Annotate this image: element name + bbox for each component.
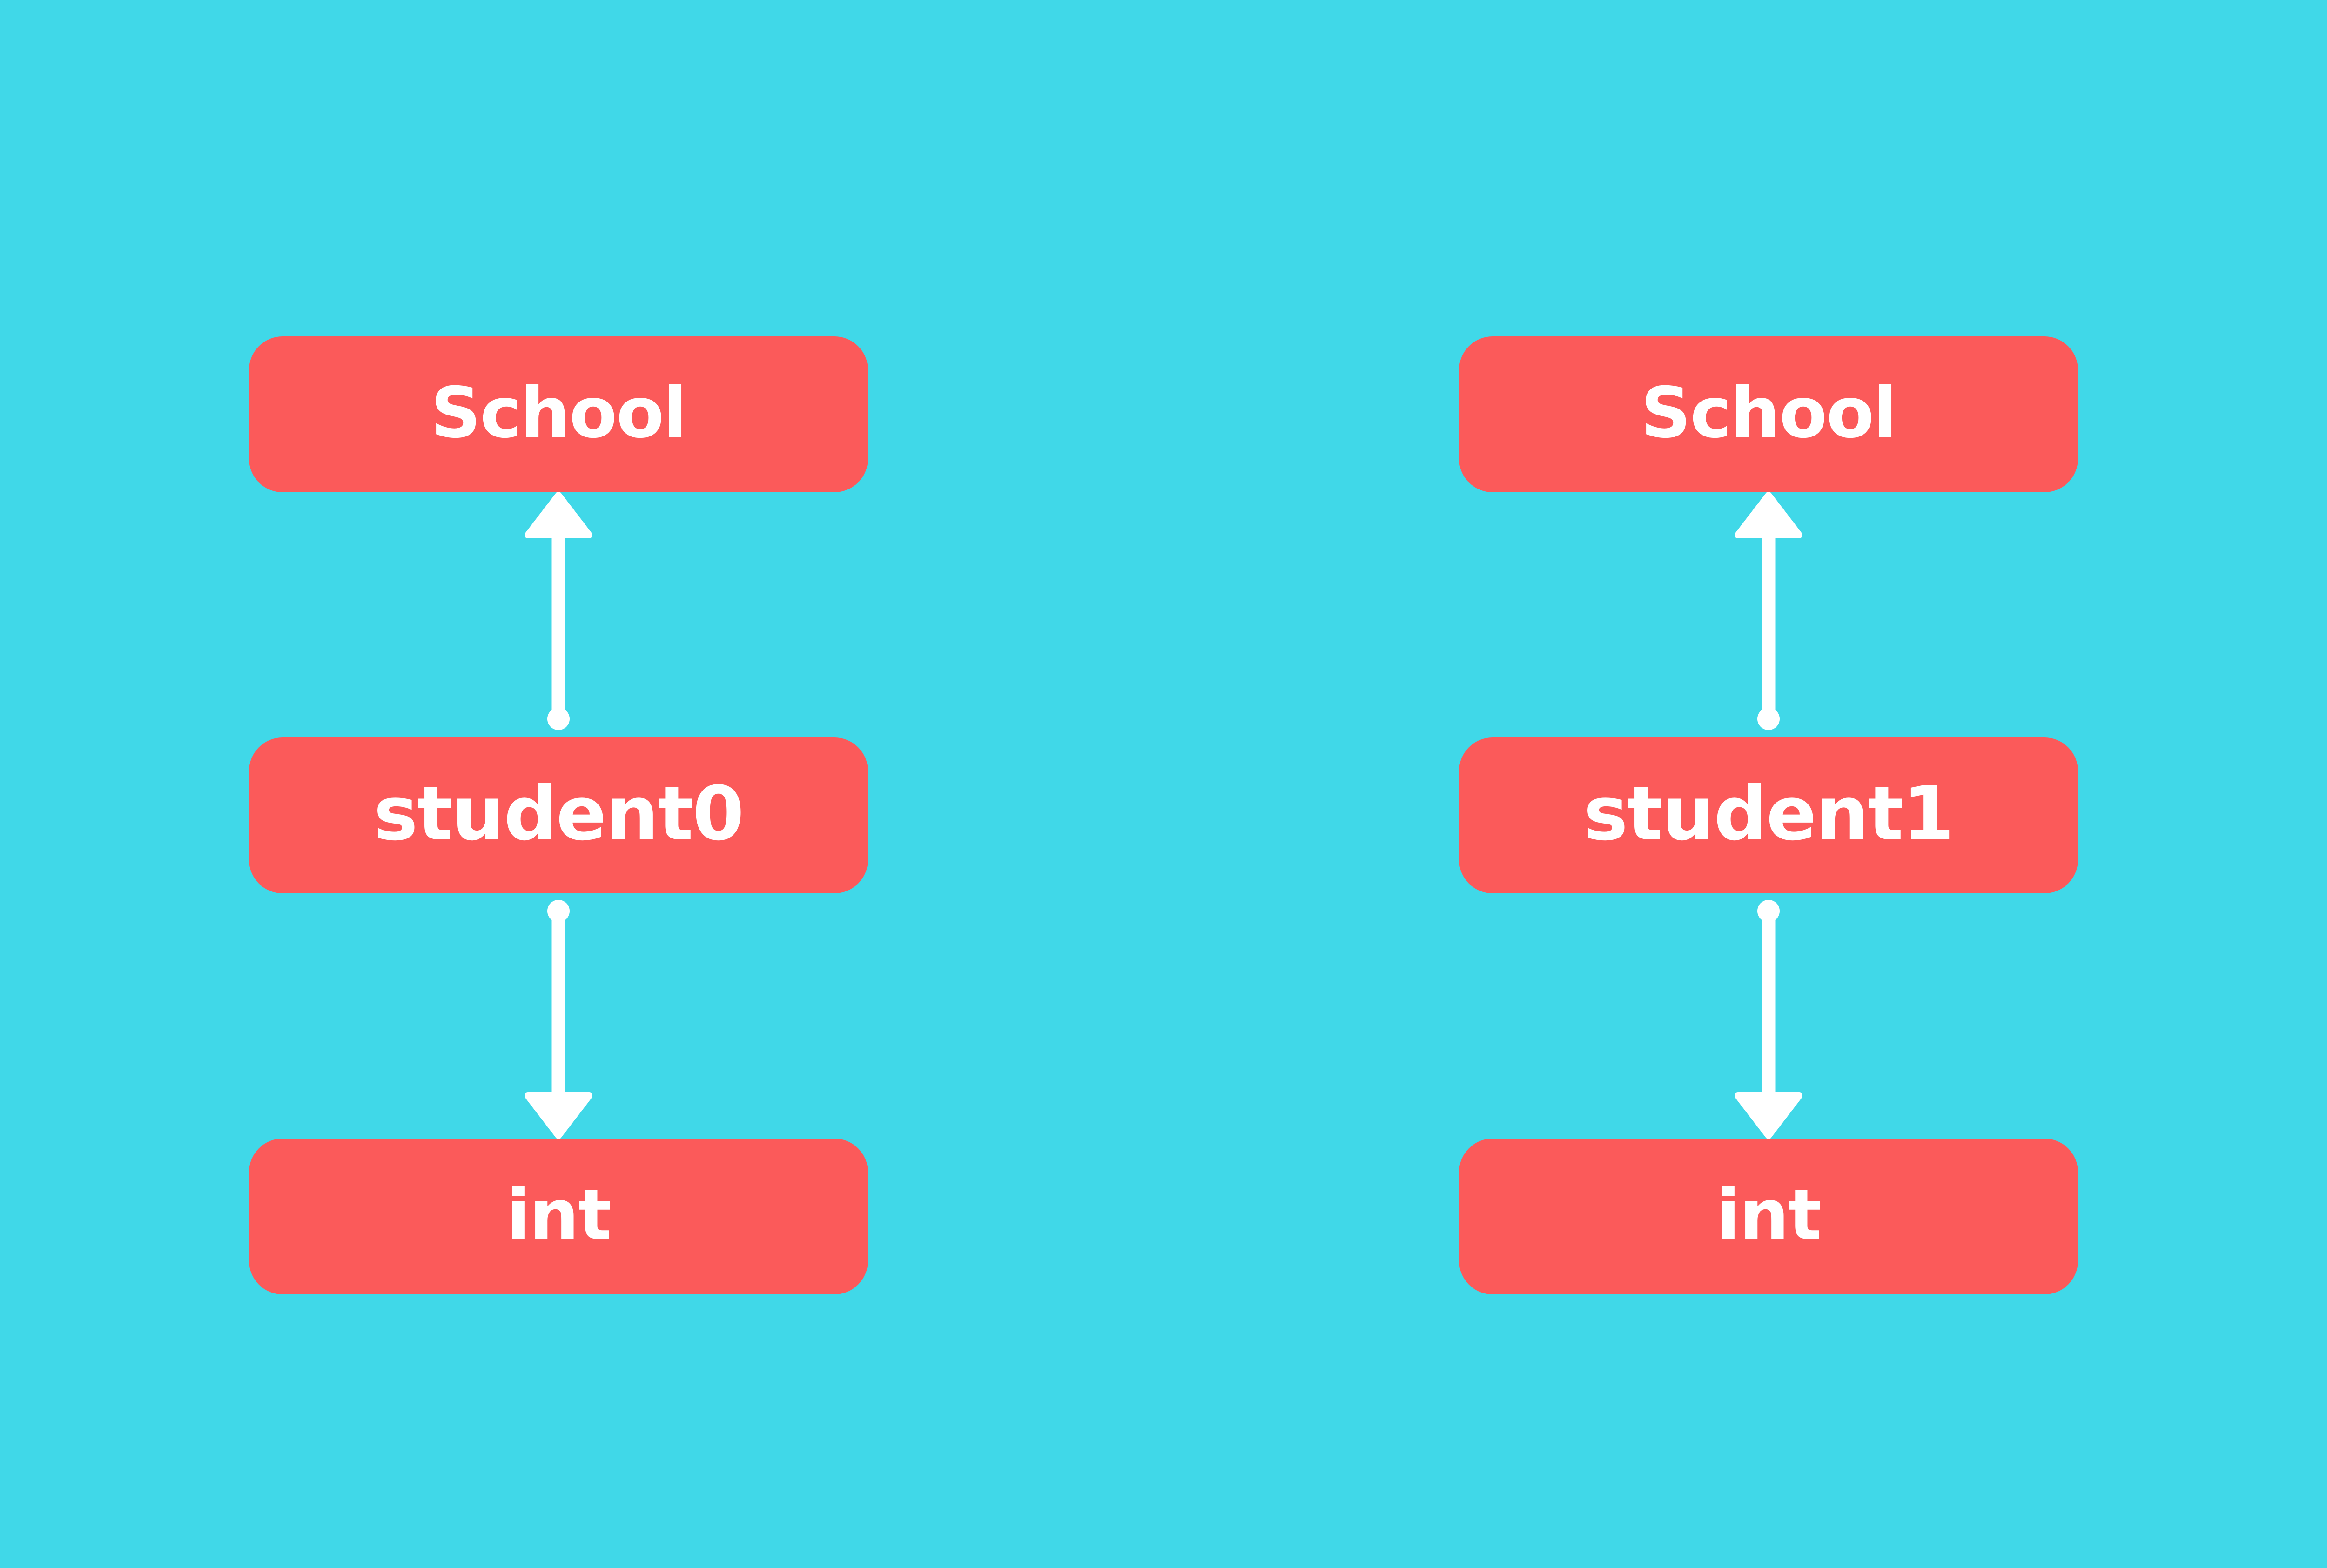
node-int-1-label: int bbox=[1716, 1175, 1821, 1256]
arrowhead-up-icon-1 bbox=[1735, 492, 1802, 538]
edge-source-ball-up-1 bbox=[1757, 708, 1780, 730]
column-0: School student0 int bbox=[249, 336, 868, 1294]
arrowhead-up-icon-0 bbox=[525, 492, 592, 538]
edge-student0-to-school[interactable] bbox=[525, 492, 592, 730]
node-school-1[interactable]: School bbox=[1459, 336, 2078, 492]
node-school-1-shape bbox=[1459, 336, 2078, 492]
node-school-0-label: School bbox=[430, 373, 686, 454]
node-school-1-label: School bbox=[1641, 373, 1896, 454]
node-student-1-shape bbox=[1459, 737, 2078, 893]
column-1: School student1 int bbox=[1459, 336, 2078, 1294]
arrowhead-down-icon-0 bbox=[525, 1092, 592, 1139]
node-int-1[interactable]: int bbox=[1459, 1139, 2078, 1294]
edge-student1-to-int[interactable] bbox=[1735, 900, 1802, 1139]
edge-student0-to-int[interactable] bbox=[525, 900, 592, 1139]
node-int-0[interactable]: int bbox=[249, 1139, 868, 1294]
node-int-0-label: int bbox=[506, 1175, 611, 1256]
node-student-1-label: student1 bbox=[1584, 770, 1953, 857]
node-student-0-label: student0 bbox=[374, 770, 743, 857]
node-student-0-shape bbox=[249, 737, 868, 893]
node-school-0-shape bbox=[249, 336, 868, 492]
node-int-0-shape bbox=[249, 1139, 868, 1294]
arrowhead-down-icon-1 bbox=[1735, 1092, 1802, 1139]
node-student-1[interactable]: student1 bbox=[1459, 737, 2078, 893]
edge-student1-to-school[interactable] bbox=[1735, 492, 1802, 730]
edge-source-ball-down-0 bbox=[547, 900, 570, 922]
node-student-0[interactable]: student0 bbox=[249, 737, 868, 893]
edge-source-ball-down-1 bbox=[1757, 900, 1780, 922]
node-int-1-shape bbox=[1459, 1139, 2078, 1294]
edge-source-ball-up-0 bbox=[547, 708, 570, 730]
node-school-0[interactable]: School bbox=[249, 336, 868, 492]
